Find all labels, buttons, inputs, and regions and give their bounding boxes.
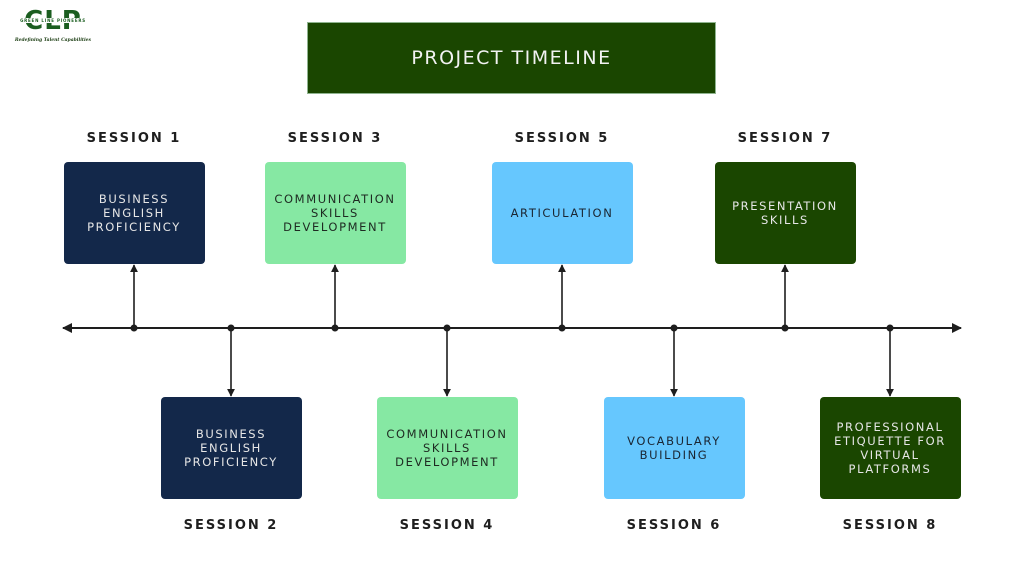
timeline-dot-3 [331, 324, 339, 332]
logo-company-name: GREEN LINE PIONEERS [8, 18, 98, 23]
session-label-4: SESSION 4 [399, 518, 495, 533]
session-topic-5: ARTICULATION [510, 206, 614, 220]
session-card-8: PROFESSIONAL ETIQUETTE FOR VIRTUAL PLATF… [819, 397, 961, 499]
session-card-2: BUSINESS ENGLISH PROFICIENCY [160, 397, 302, 499]
timeline-dot-1 [130, 324, 138, 332]
timeline-dot-5 [558, 324, 566, 332]
timeline-dot-8 [886, 324, 894, 332]
session-label-1: SESSION 1 [86, 131, 182, 146]
session-topic-7: PRESENTATION SKILLS [732, 199, 838, 227]
title-banner: PROJECT TIMELINE [307, 22, 716, 94]
timeline-dot-7 [781, 324, 789, 332]
session-label-8: SESSION 8 [842, 518, 938, 533]
session-topic-2: BUSINESS ENGLISH PROFICIENCY [184, 427, 278, 469]
session-card-6: VOCABULARY BUILDING [603, 397, 745, 499]
session-topic-8: PROFESSIONAL ETIQUETTE FOR VIRTUAL PLATF… [834, 420, 946, 476]
session-label-5: SESSION 5 [514, 131, 610, 146]
session-topic-4: COMMUNICATION SKILLS DEVELOPMENT [386, 427, 508, 469]
session-topic-1: BUSINESS ENGLISH PROFICIENCY [87, 192, 181, 234]
timeline-dot-4 [443, 324, 451, 332]
session-card-5: ARTICULATION [491, 162, 633, 264]
session-label-3: SESSION 3 [287, 131, 383, 146]
clp-logo: CLP GREEN LINE PIONEERS Redefining Talen… [8, 6, 98, 48]
timeline-dot-2 [227, 324, 235, 332]
session-card-7: PRESENTATION SKILLS [714, 162, 856, 264]
timeline-dot-6 [670, 324, 678, 332]
session-label-6: SESSION 6 [626, 518, 722, 533]
session-label-2: SESSION 2 [183, 518, 279, 533]
session-label-7: SESSION 7 [737, 131, 833, 146]
session-topic-3: COMMUNICATION SKILLS DEVELOPMENT [274, 192, 396, 234]
page-title: PROJECT TIMELINE [411, 47, 612, 69]
session-card-4: COMMUNICATION SKILLS DEVELOPMENT [376, 397, 518, 499]
session-card-3: COMMUNICATION SKILLS DEVELOPMENT [264, 162, 406, 264]
logo-tagline: Redefining Talent Capabilities [14, 38, 92, 43]
session-card-1: BUSINESS ENGLISH PROFICIENCY [63, 162, 205, 264]
session-topic-6: VOCABULARY BUILDING [627, 434, 721, 462]
